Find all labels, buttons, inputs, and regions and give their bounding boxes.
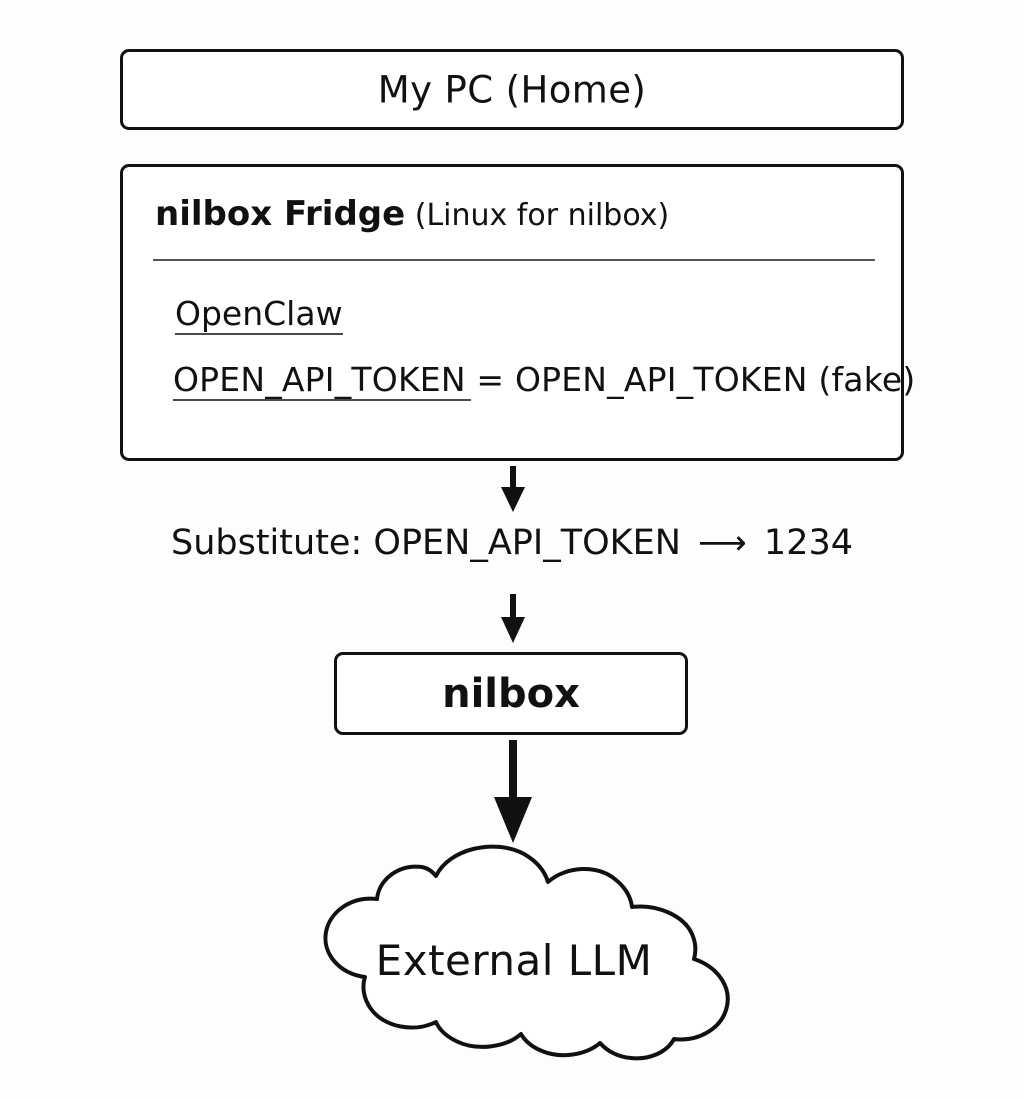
fridge-item-token-value: OPEN_API_TOKEN [514,360,808,399]
fridge-item-token-underline [173,399,471,401]
fridge-item-token-key: OPEN_API_TOKEN [173,360,466,399]
edge-substitute-to-nilbox [501,594,525,643]
substitute-statement: Substitute: OPEN_API_TOKEN ⟶ 1234 [0,526,1024,561]
fridge-header-strong: nilbox Fridge [155,194,406,234]
fridge-item-token-note: (fake) [818,360,916,399]
node-nilbox[interactable]: nilbox [334,652,688,735]
fridge-item-openclaw-underline [175,333,343,335]
fridge-item-token-separator: = [465,360,515,399]
edge-nilbox-to-cloud [494,740,532,843]
fridge-header-divider [153,259,875,261]
node-external-llm[interactable]: External LLM [286,836,742,1062]
node-external-llm-label: External LLM [375,936,653,985]
node-my-pc-label: My PC (Home) [377,68,647,111]
node-nilbox-fridge-header: nilbox Fridge (Linux for nilbox) [155,197,669,231]
substitute-to: 1234 [763,523,853,563]
substitute-from: OPEN_API_TOKEN [373,523,681,563]
fridge-item-openclaw[interactable]: OpenClaw [175,294,343,333]
fridge-header-light: (Linux for nilbox) [414,198,670,233]
fridge-item-token[interactable]: OPEN_API_TOKEN = OPEN_API_TOKEN (fake) [173,363,915,396]
node-nilbox-label: nilbox [442,670,580,717]
node-my-pc[interactable]: My PC (Home) [120,49,904,130]
node-nilbox-fridge[interactable]: nilbox Fridge (Linux for nilbox) OpenCla… [120,164,915,461]
right-arrow-icon: ⟶ [698,523,747,563]
substitute-prefix: Substitute: [170,523,363,563]
cloud-shape-icon [323,844,730,1061]
edge-fridge-to-substitute [501,466,525,512]
